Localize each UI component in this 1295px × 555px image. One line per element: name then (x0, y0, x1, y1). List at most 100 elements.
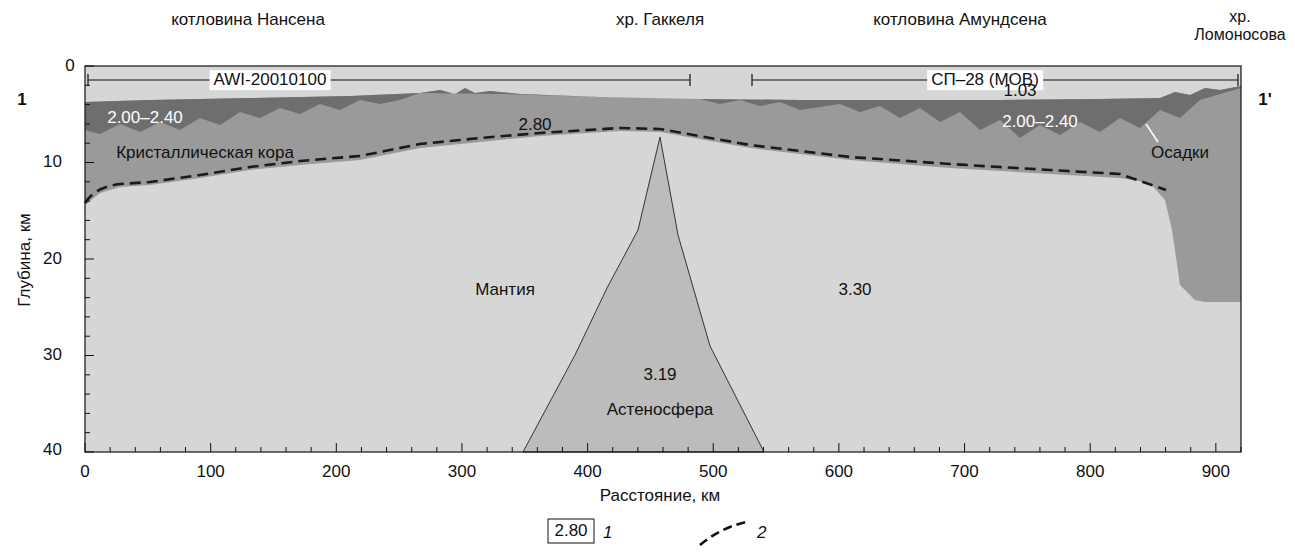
label: 0 (65, 56, 74, 76)
label: котловина Нансена (171, 10, 325, 30)
label: 30 (43, 345, 62, 365)
tick (85, 297, 90, 298)
tick (838, 443, 839, 452)
tick (311, 447, 312, 452)
label: 200 (322, 462, 350, 482)
tick (85, 316, 90, 317)
label: 0 (80, 462, 89, 482)
tick (85, 336, 90, 337)
label: 3.19 (643, 365, 676, 385)
tick (85, 278, 90, 279)
legend-text: 2 (757, 523, 766, 543)
tick (1165, 447, 1166, 452)
label: 400 (573, 462, 601, 482)
tick (336, 443, 337, 452)
tick (813, 447, 814, 452)
label: Глубина, км (15, 213, 35, 307)
legend-box-sample (548, 519, 594, 543)
tick (562, 447, 563, 452)
tick (1065, 447, 1066, 452)
tick (1215, 443, 1216, 452)
tick (637, 447, 638, 452)
tick (85, 181, 90, 182)
label: 100 (196, 462, 224, 482)
tick (85, 355, 94, 356)
tick (713, 443, 714, 452)
label: Астеносфера (607, 400, 714, 420)
tick (1240, 447, 1241, 452)
tick (210, 443, 211, 452)
tick (461, 443, 462, 452)
tick (235, 447, 236, 452)
tick (1014, 447, 1015, 452)
tick (135, 447, 136, 452)
tick (612, 447, 613, 452)
label: 2.80 (518, 115, 551, 135)
label: хр. Гаккеля (616, 10, 704, 30)
tick (436, 447, 437, 452)
tick (85, 374, 90, 375)
tick (487, 447, 488, 452)
label: 800 (1076, 462, 1104, 482)
tick (85, 432, 90, 433)
tick (1115, 447, 1116, 452)
label: AWI-20010100 (210, 70, 331, 90)
label: хр. Ломоносова (1192, 8, 1288, 45)
tick (1039, 447, 1040, 452)
tick (85, 201, 90, 202)
tick (989, 447, 990, 452)
tick (85, 85, 90, 86)
tick (889, 447, 890, 452)
tick (688, 447, 689, 452)
label: 20 (43, 249, 62, 269)
tick (110, 447, 111, 452)
label: 2.80 (554, 521, 587, 541)
axis-ticks (85, 66, 1241, 452)
tick (587, 443, 588, 452)
tick (512, 447, 513, 452)
tick (537, 447, 538, 452)
tick (85, 394, 90, 395)
label: Мантия (475, 280, 535, 300)
label: 2.00–2.40 (107, 108, 183, 128)
label: 1 (17, 90, 26, 110)
label: 900 (1202, 462, 1230, 482)
tick (1140, 447, 1141, 452)
moho-dashed-line (85, 128, 1166, 203)
tick (185, 447, 186, 452)
tick (260, 447, 261, 452)
label: котловина Амундсена (873, 10, 1047, 30)
label: Расстояние, км (600, 486, 720, 506)
label: Осадки (1151, 143, 1209, 163)
label: 40 (43, 440, 62, 460)
label: 3.30 (838, 280, 871, 300)
tick (85, 452, 94, 453)
tick (763, 447, 764, 452)
label: 500 (699, 462, 727, 482)
tick (788, 447, 789, 452)
tick (85, 162, 94, 163)
mantle-area (85, 66, 1241, 452)
leader-line (1146, 124, 1158, 142)
asthenosphere (523, 137, 764, 452)
tick (864, 447, 865, 452)
tick (939, 447, 940, 452)
tick (160, 447, 161, 452)
tick (85, 413, 90, 414)
label: Кристаллическая кора (116, 143, 294, 163)
tick (85, 259, 94, 260)
tick (662, 447, 663, 452)
label: 300 (448, 462, 476, 482)
tick (85, 104, 90, 105)
tick (914, 447, 915, 452)
tick (85, 143, 90, 144)
tick (85, 123, 90, 124)
tick (85, 220, 90, 221)
tick (386, 447, 387, 452)
label: 700 (950, 462, 978, 482)
legend-line-sample (700, 522, 746, 545)
tick (85, 239, 90, 240)
tick (738, 447, 739, 452)
tick (361, 447, 362, 452)
tick (411, 447, 412, 452)
